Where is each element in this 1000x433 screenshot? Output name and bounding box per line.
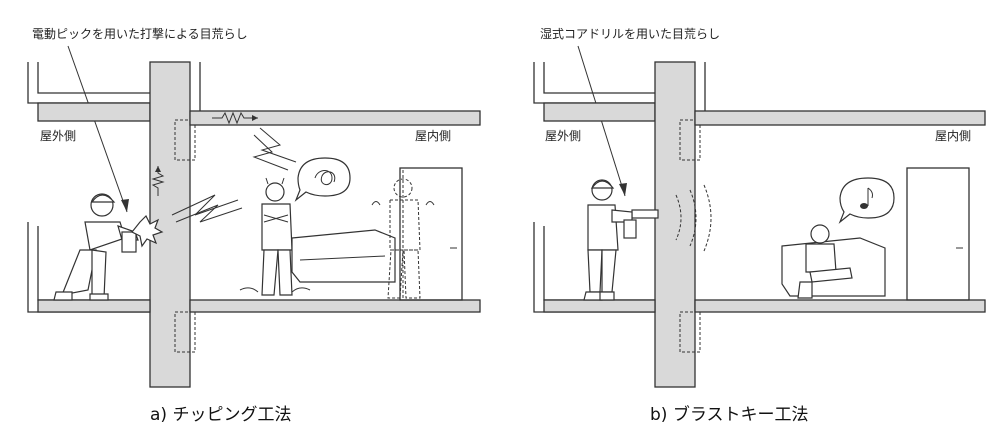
- panel-b-worker: [583, 179, 637, 301]
- panel-b-leader-arrow: [619, 183, 627, 196]
- panel-a-column-dash-top: [174, 119, 196, 161]
- panel-a-upper-left-inner: [37, 62, 150, 94]
- panel-b-outdoor-label: 屋外側: [545, 129, 581, 143]
- panel-b-sound-arc-2: [689, 189, 697, 247]
- panel-b-core-drill-bit: [631, 209, 659, 219]
- panel-a-speech-bubble: [294, 157, 351, 202]
- panel-b: 湿式コアドリルを用いた目荒らし 屋外側 屋内側: [533, 26, 986, 425]
- panel-a-upper-left-wall: [27, 62, 150, 104]
- panel-a-outdoor-label: 屋外側: [40, 129, 76, 143]
- panel-a-annotation: 電動ピックを用いた打撃による目荒らし: [32, 26, 248, 41]
- panel-b-upper-right-slab: [694, 110, 986, 126]
- panel-b-door: [906, 167, 970, 301]
- panel-a-angry-person: [261, 177, 293, 296]
- panel-b-music-note-icon: [860, 187, 873, 209]
- panel-a-impact-burst: [131, 214, 164, 248]
- panel-b-sound-arc-1: [675, 194, 682, 241]
- panel-a: 電動ピックを用いた打撃による目荒らし 屋外側 屋内側: [27, 26, 481, 425]
- panel-a-door: [399, 167, 463, 301]
- panel-a-lower-left-slab: [37, 299, 151, 313]
- panel-a-ceiling-vibration: [212, 111, 258, 125]
- panel-a-lightning-2: [259, 127, 297, 163]
- panel-a-leader-arrow: [121, 199, 129, 212]
- panel-a-caption: a) チッピング工法: [150, 405, 291, 425]
- panel-a-ghost-person: [387, 170, 421, 300]
- panel-b-relaxed-person: [797, 224, 853, 299]
- panel-a-column-vibration: [151, 166, 165, 196]
- panel-a-sofa: [291, 229, 396, 283]
- panel-b-sound-arc-3: [703, 184, 712, 252]
- panel-a-indoor-label: 屋内側: [415, 129, 451, 143]
- panel-b-upper-left-slab: [543, 102, 656, 122]
- panel-a-upper-right-slab: [189, 110, 481, 126]
- panel-b-column: [654, 61, 696, 388]
- panel-b-lower-left-slab: [543, 299, 656, 313]
- panel-b-annotation: 湿式コアドリルを用いた目荒らし: [540, 26, 720, 41]
- panel-b-caption: b) ブラストキー工法: [650, 404, 809, 425]
- panel-a-lightning-1: [171, 194, 239, 216]
- panel-a-scribble-icon: [314, 170, 336, 185]
- panel-a-worker: [53, 193, 139, 301]
- panel-a-leader-line: [67, 45, 128, 213]
- panel-a-upper-left-slab: [37, 102, 151, 122]
- panel-b-speech-bubble: [838, 177, 895, 224]
- panel-a-lower-right-slab: [189, 299, 481, 313]
- panel-b-indoor-label: 屋内側: [935, 129, 971, 143]
- panel-a-column-dash-bottom: [174, 311, 196, 353]
- panel-b-lower-right-slab: [694, 299, 986, 313]
